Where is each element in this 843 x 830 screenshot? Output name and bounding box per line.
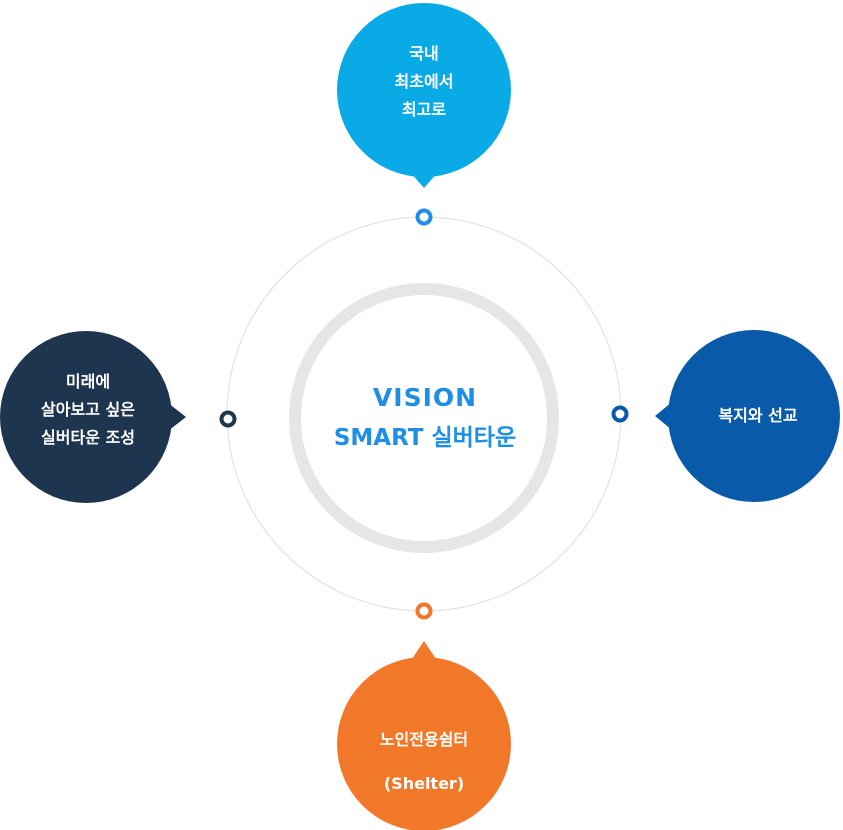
bubble-top: [337, 3, 511, 188]
node-left: [219, 410, 237, 428]
bubble-right-line-1: 복지와 선교: [718, 406, 798, 425]
bubble-left: [0, 331, 186, 503]
node-top: [415, 208, 433, 226]
bubble-right-text: 복지와 선교: [690, 402, 826, 430]
center-title: VISION: [372, 383, 478, 412]
bubble-bottom: [337, 641, 511, 830]
bubble-bottom-text: 노인전용쉼터 (Shelter): [354, 718, 494, 806]
bubble-bottom-line-2: (Shelter): [383, 774, 465, 793]
node-right: [611, 405, 629, 423]
bubble-left-text: 미래에 살아보고 싶은 실버타운 조성: [20, 368, 156, 452]
bubble-left-line-1: 미래에: [65, 372, 111, 391]
inner-ring: [289, 283, 559, 553]
bubble-left-line-2: 살아보고 싶은: [41, 400, 135, 419]
bubble-top-line-1: 국내: [409, 44, 439, 63]
bubble-right: [655, 330, 840, 502]
center-subtitle: SMART 실버타운: [333, 425, 517, 451]
bubble-left-line-3: 실버타운 조성: [41, 428, 135, 447]
bubble-top-text: 국내 최초에서 최고로: [364, 40, 484, 124]
bubble-top-line-2: 최초에서: [394, 72, 454, 91]
bubble-top-line-3: 최고로: [401, 100, 447, 119]
center-label: VISION SMART 실버타운: [290, 378, 560, 458]
bubble-bottom-line-1: 노인전용쉼터: [379, 730, 469, 749]
node-bottom: [415, 602, 433, 620]
